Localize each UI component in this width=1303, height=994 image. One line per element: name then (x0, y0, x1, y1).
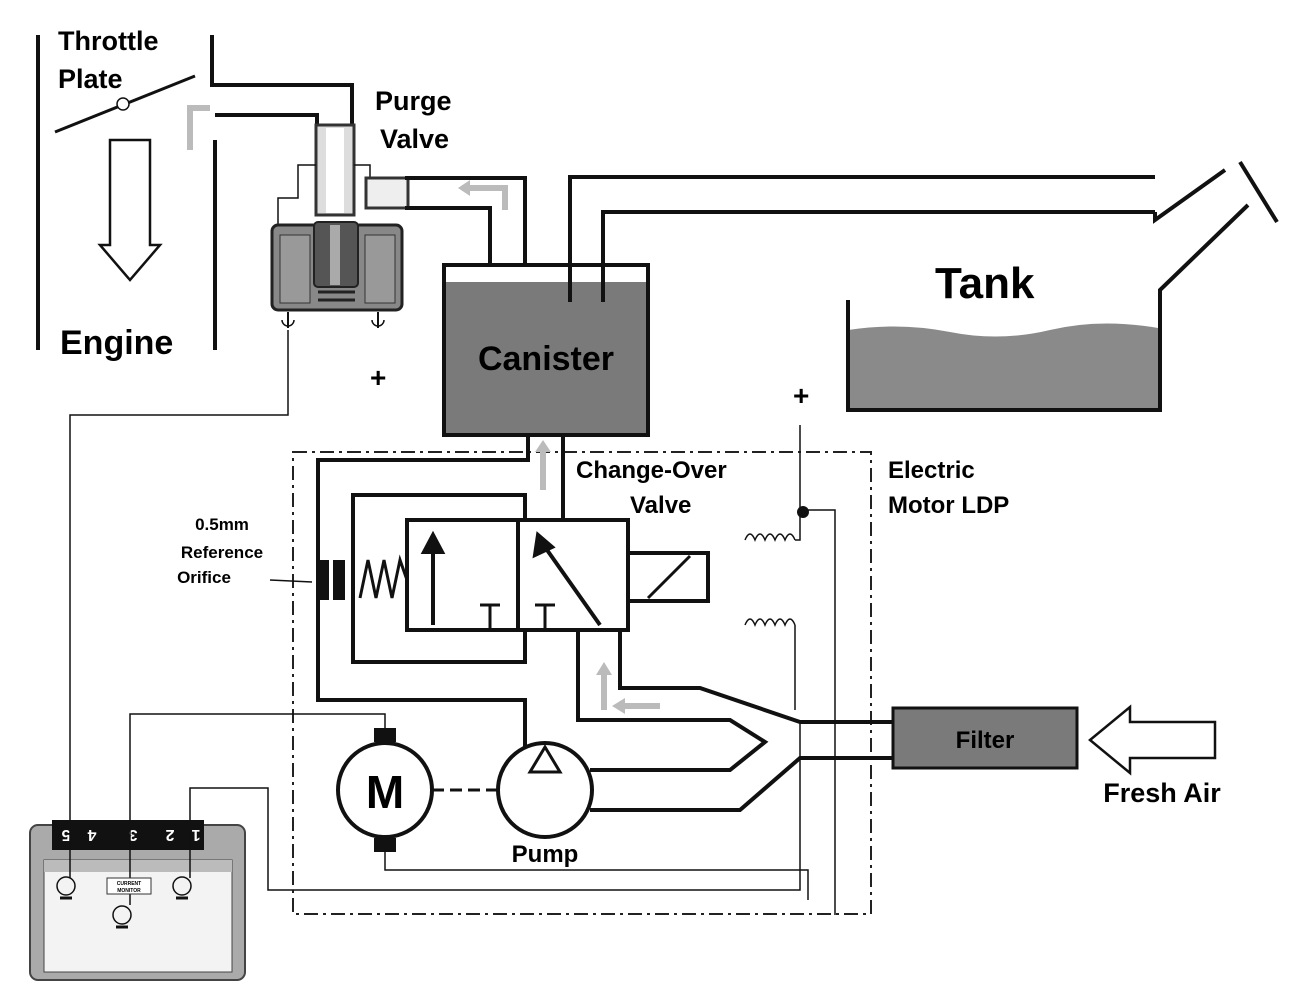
changeover-label-2: Valve (630, 492, 691, 519)
ldp-label-1: Electric (888, 457, 975, 484)
current-monitor-label-2: MONITOR (117, 888, 141, 894)
ldp-module-boundary (292, 451, 872, 915)
current-monitor-label-1: CURRENT (117, 881, 141, 887)
tank-label: Tank (935, 259, 1035, 308)
orifice-label-1: 0.5mm (195, 515, 249, 534)
canister-label: Canister (478, 340, 614, 378)
ecu-pin-1: 1 (191, 826, 200, 843)
throttle-body (36, 35, 354, 350)
orifice-label-3: Orifice (177, 568, 231, 587)
pump-label: Pump (512, 841, 579, 868)
ldp-label-2: Motor LDP (888, 492, 1009, 519)
pump (496, 741, 594, 839)
flow-arrow-icon (187, 105, 210, 150)
fresh-air-arrow-icon (1088, 704, 1217, 776)
motor-label: M (366, 766, 404, 818)
engine-flow-arrow-icon (97, 138, 163, 282)
reference-orifice (317, 560, 329, 600)
flow-arrow-icon (462, 185, 508, 210)
changeover-label-1: Change-Over (576, 457, 727, 484)
coil-icon (744, 533, 796, 627)
fuel-tank (846, 160, 1279, 412)
pump-triangle-icon (527, 744, 563, 774)
ecu-pin-2: 2 (165, 826, 174, 843)
purge-valve-label-1: Purge (375, 86, 452, 116)
filter-label: Filter (956, 727, 1015, 754)
ldp-plus-label: + (793, 380, 809, 411)
throttle-label-1: Throttle (58, 26, 159, 56)
ecu-pin-3: 3 (128, 826, 137, 843)
purge-plus-label: + (370, 362, 386, 393)
ecu: 5 4 3 2 1 CURRENT MONITOR (29, 820, 246, 981)
purge-valve (270, 123, 410, 328)
canister (446, 282, 646, 433)
ecu-pin-5: 5 (61, 826, 70, 843)
throttle-label-2: Plate (58, 64, 123, 94)
engine-label: Engine (60, 324, 173, 362)
filter (891, 706, 1079, 770)
purge-valve-label-2: Valve (380, 124, 449, 154)
spring-icon (358, 554, 409, 599)
orifice-label-2: Reference (181, 543, 263, 562)
ecu-pin-4: 4 (87, 826, 96, 843)
fresh-air-label: Fresh Air (1103, 778, 1221, 808)
